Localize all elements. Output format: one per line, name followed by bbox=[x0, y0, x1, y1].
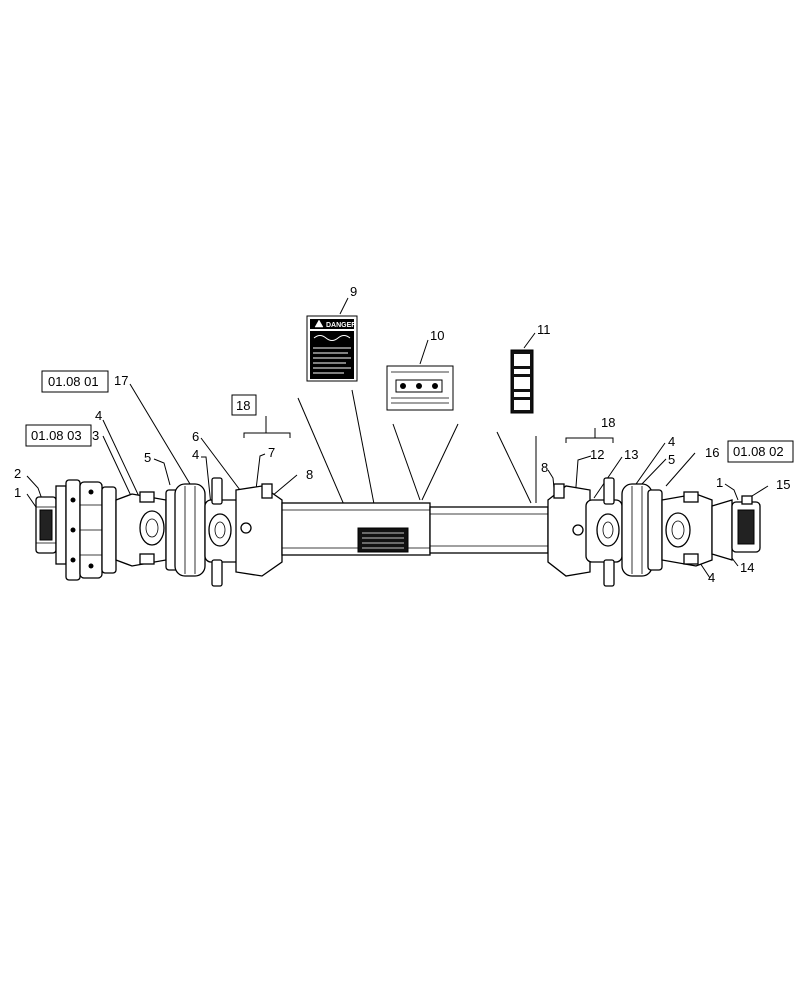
danger-decal: DANGER bbox=[306, 315, 358, 382]
callout-17: 17 bbox=[114, 373, 128, 388]
callout-14: 14 bbox=[740, 560, 754, 575]
callout-3: 3 bbox=[92, 428, 99, 443]
shield-decal bbox=[386, 365, 454, 411]
callout-15: 15 bbox=[776, 477, 790, 492]
callout-11: 11 bbox=[537, 322, 551, 337]
callout-6: 6 bbox=[192, 429, 199, 444]
right-cross-yoke bbox=[661, 491, 713, 567]
reference-01-08-01-label: 01.08 01 bbox=[48, 374, 99, 389]
callout-4: 4 bbox=[95, 408, 102, 423]
left-inner-shield bbox=[235, 483, 283, 577]
callout-5: 5 bbox=[668, 452, 675, 467]
callout-18: 18 bbox=[601, 415, 615, 430]
reference-link-01-08-01[interactable]: 01.08 01 bbox=[41, 370, 109, 393]
driveline-assembly bbox=[35, 477, 761, 587]
callout-18-boxed: 18 bbox=[236, 398, 250, 413]
callout-8: 8 bbox=[306, 467, 313, 482]
callout-10: 10 bbox=[430, 328, 444, 343]
boxed-callout-18: 18 bbox=[231, 394, 257, 416]
danger-word: DANGER bbox=[326, 322, 356, 329]
inner-tube bbox=[429, 506, 549, 554]
reference-link-01-08-03[interactable]: 01.08 03 bbox=[25, 424, 92, 447]
left-end-yoke bbox=[35, 496, 57, 554]
callout-16: 16 bbox=[705, 445, 719, 460]
reference-boxes[interactable]: 01.08 01 01.08 03 01.08 02 bbox=[25, 370, 794, 463]
callout-1: 1 bbox=[716, 475, 723, 490]
reference-01-08-02-label: 01.08 02 bbox=[733, 444, 784, 459]
reference-link-01-08-02[interactable]: 01.08 02 bbox=[727, 440, 794, 463]
callout-9: 9 bbox=[350, 284, 357, 299]
callout-1: 1 bbox=[14, 485, 21, 500]
callout-4: 4 bbox=[192, 447, 199, 462]
left-shield-cone bbox=[165, 483, 206, 577]
callout-13: 13 bbox=[624, 447, 638, 462]
callout-5: 5 bbox=[144, 450, 151, 465]
right-shield-cone bbox=[621, 483, 663, 577]
callout-4: 4 bbox=[708, 570, 715, 585]
callout-2: 2 bbox=[14, 466, 21, 481]
callout-7: 7 bbox=[268, 445, 275, 460]
left-inner-cross bbox=[204, 477, 242, 587]
callout-4: 4 bbox=[668, 434, 675, 449]
slip-clutch bbox=[55, 479, 117, 581]
callout-12: 12 bbox=[590, 447, 604, 462]
outer-tube bbox=[281, 502, 431, 556]
reference-01-08-03-label: 01.08 03 bbox=[31, 428, 82, 443]
right-inner-shield bbox=[547, 483, 591, 577]
callout-labels: 9 10 11 17 4 3 5 6 4 7 8 2 1 18 8 12 13 … bbox=[14, 284, 790, 585]
right-inner-cross bbox=[585, 477, 623, 587]
callout-8: 8 bbox=[541, 460, 548, 475]
left-cross-yoke bbox=[115, 491, 167, 567]
rotation-decal bbox=[510, 349, 534, 414]
right-end-yoke bbox=[711, 495, 761, 561]
